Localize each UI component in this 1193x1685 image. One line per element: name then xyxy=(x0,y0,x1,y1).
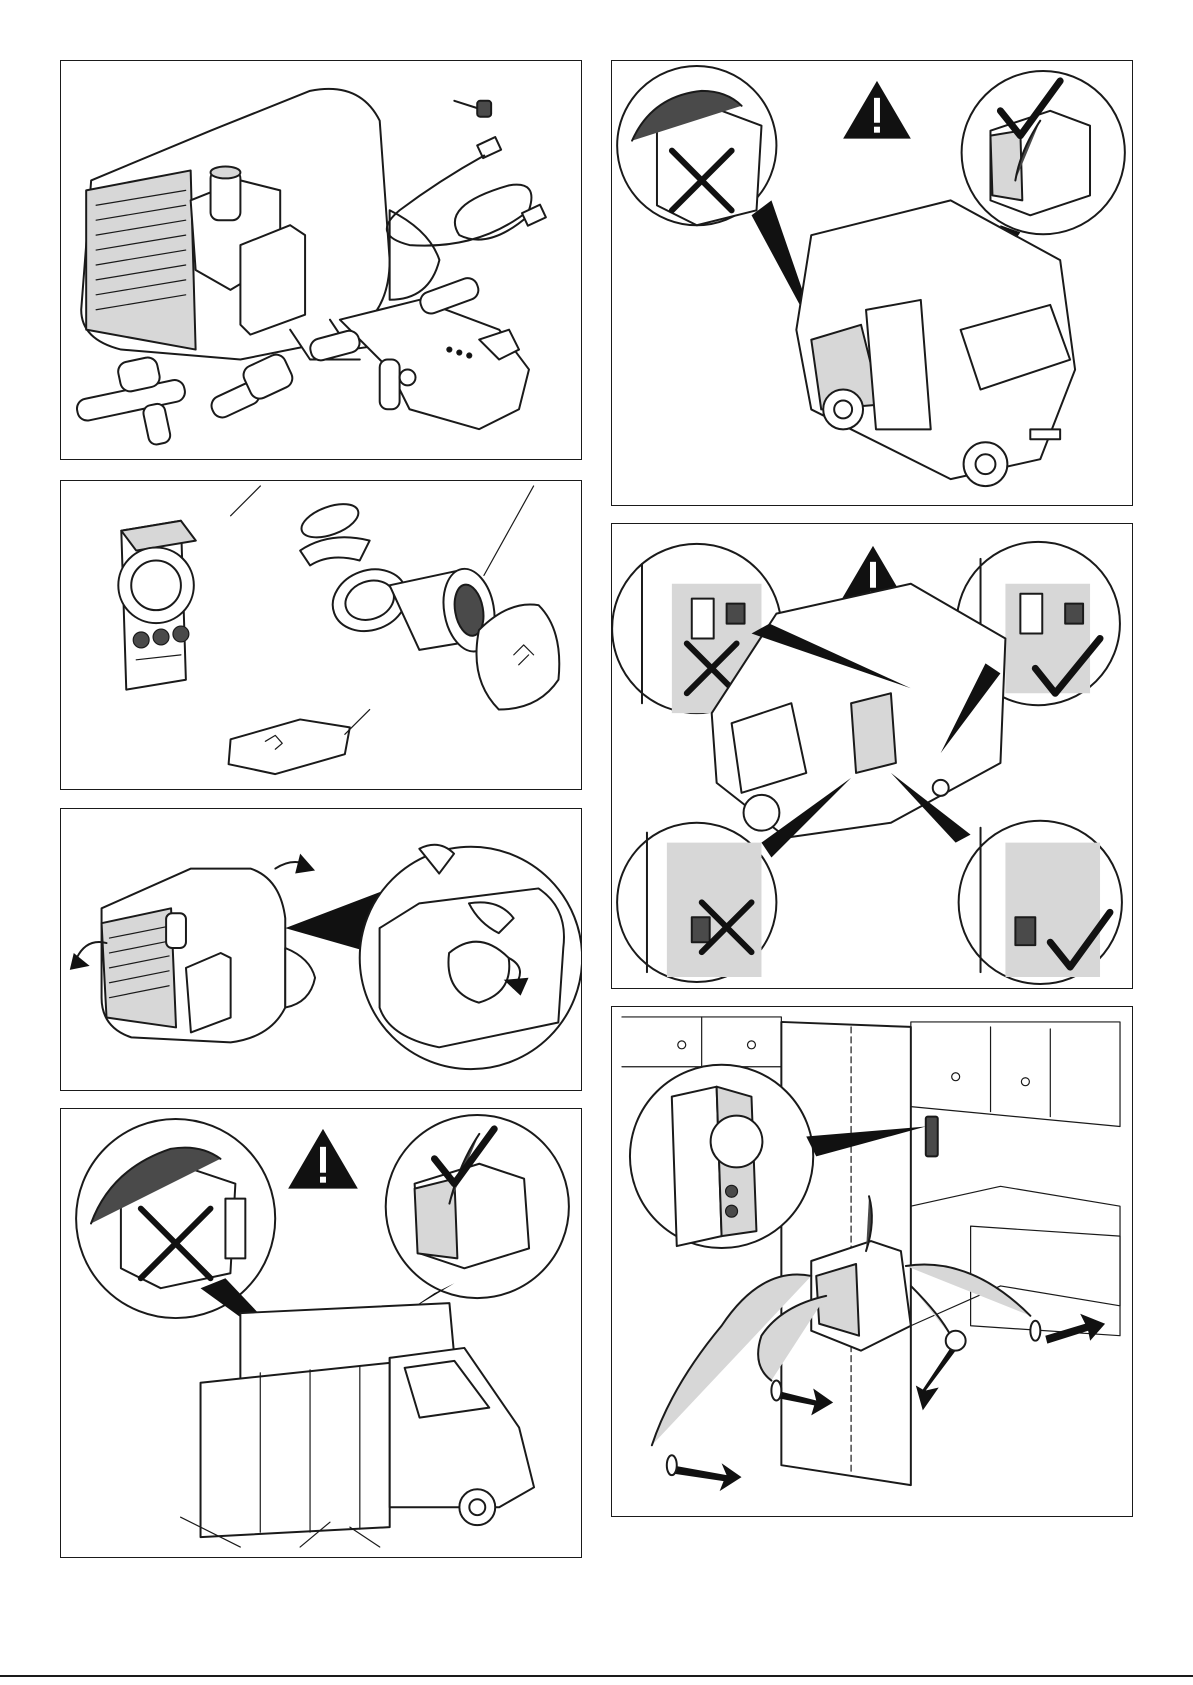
panel-scope-of-delivery-heater xyxy=(60,60,582,460)
t-piece-icon xyxy=(75,356,187,446)
panel-installation-awning-warning xyxy=(60,1108,582,1558)
control-panel-zoom-circle xyxy=(630,1065,813,1248)
panel-scope-of-delivery-control xyxy=(60,480,582,790)
heater-unit-icon xyxy=(102,869,315,1043)
van-warning-illustration xyxy=(612,61,1132,505)
motorhome-awning-icon xyxy=(181,1303,534,1547)
awning-warning-illustration xyxy=(61,1109,581,1557)
cover-cap-icon xyxy=(476,604,559,709)
control-parts-illustration xyxy=(61,481,581,789)
fuse-holder-icon xyxy=(229,710,370,775)
wrong-zoom-circle xyxy=(76,1119,275,1318)
interior-overview-illustration xyxy=(612,1007,1132,1516)
panel-installation-van-warning xyxy=(611,60,1133,506)
bottom-left-wrong-circle xyxy=(617,823,776,982)
bottom-right-correct-circle xyxy=(959,821,1122,984)
van-icon xyxy=(796,200,1075,486)
outlet-distance-illustration xyxy=(612,524,1132,988)
screw-icon xyxy=(454,101,491,117)
control-panel-icon xyxy=(118,486,260,690)
correct-zoom-circle xyxy=(962,71,1125,234)
panel-outlet-distance-warning xyxy=(611,523,1133,989)
correct-zoom-circle xyxy=(386,1115,569,1298)
wrong-zoom-circle xyxy=(617,66,776,225)
hose-adapter-icon xyxy=(208,351,295,420)
mounting-illustration xyxy=(61,809,581,1090)
control-panel-mount xyxy=(926,1117,938,1157)
warning-icon xyxy=(843,81,911,139)
hose-clamp-icon xyxy=(297,497,370,565)
zoom-circle xyxy=(360,845,581,1069)
panel-mounting-orientation xyxy=(60,808,582,1091)
panel-interior-installation-overview xyxy=(611,1006,1133,1517)
page-footer-rule xyxy=(0,1675,1193,1677)
control-panel-icon xyxy=(672,1087,763,1246)
warning-icon xyxy=(288,1129,358,1189)
scope-of-delivery-illustration xyxy=(61,61,581,459)
